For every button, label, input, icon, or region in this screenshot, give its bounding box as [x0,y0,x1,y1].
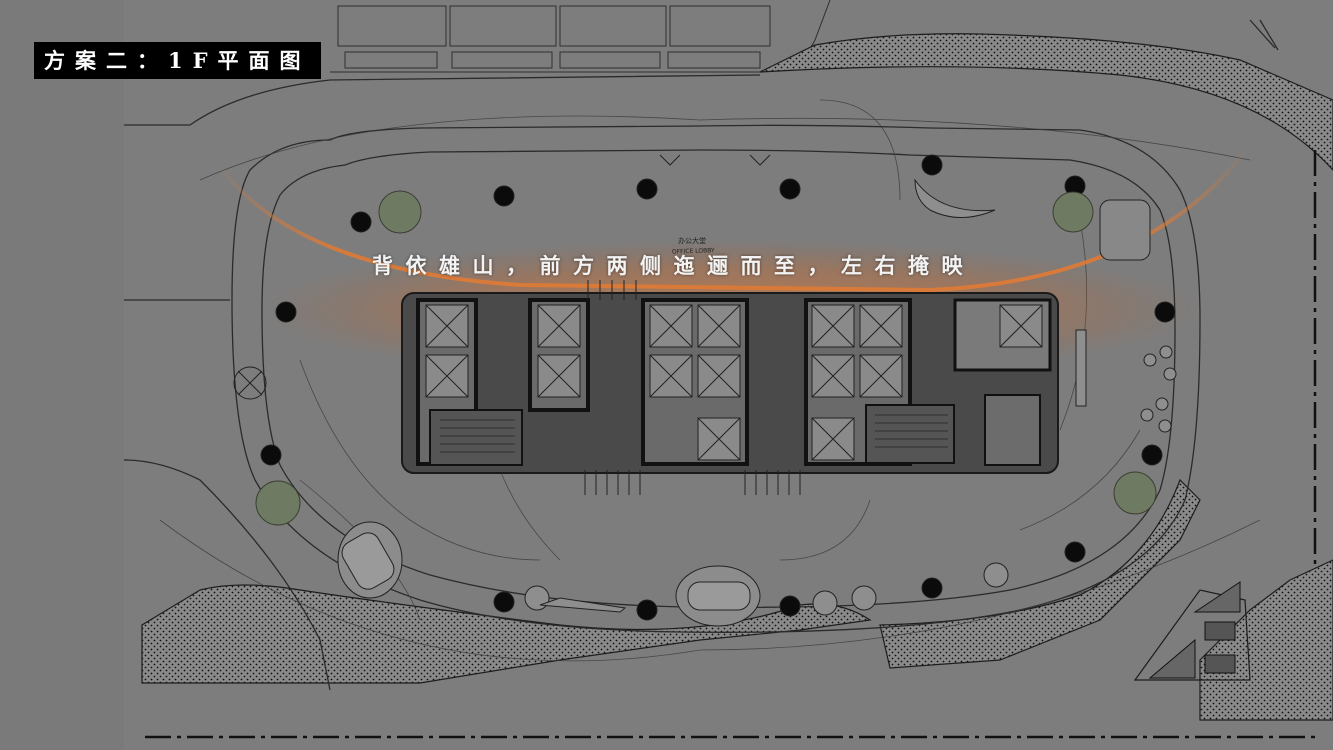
property-line [145,150,1317,739]
stairs [440,414,948,453]
site-outlines [123,19,1279,691]
site-furniture [233,178,1177,616]
entrance-doors [584,154,801,495]
trees [255,190,1157,526]
landscape-curves [159,99,1261,662]
cars [337,521,761,627]
left-margin [0,0,124,750]
ramp-structure [1148,581,1241,679]
lobby-label-en: OFFICE LOBBY [672,247,715,255]
lobby-label-cn: 办公大堂 [678,236,706,245]
page-title: 方案二：1F平面图 [34,42,321,79]
design-caption: 背依雄山，前方两侧迤逦而至，左右掩映 [372,253,975,278]
orange-arc [213,143,1252,293]
elevators [425,304,1043,461]
